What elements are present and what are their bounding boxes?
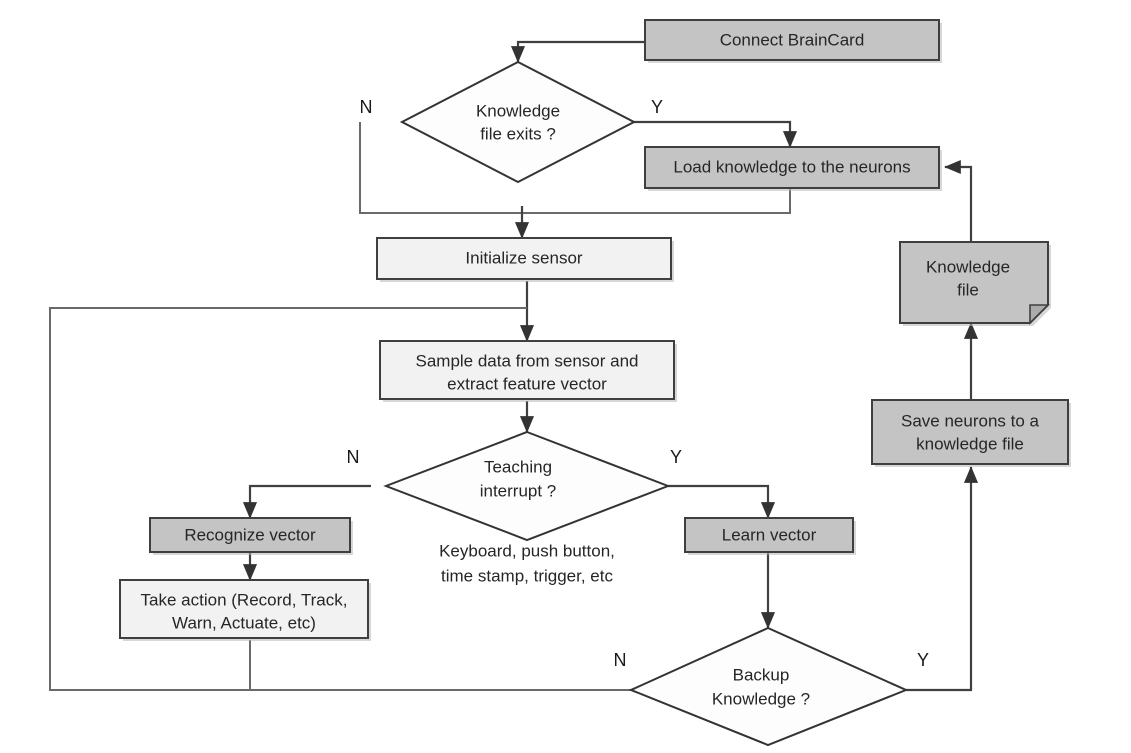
node-connect-braincard[interactable]: Connect BrainCard — [644, 19, 942, 63]
node-knowledge-file-exits-decision[interactable]: Knowledge file exits ? — [399, 60, 637, 184]
branch-label-knowledge-yes: Y — [651, 97, 663, 117]
node-load-knowledge[interactable]: Load knowledge to the neurons — [644, 146, 942, 191]
edge-knowledgefile-to-load — [944, 159, 973, 242]
node-recognize-vector[interactable]: Recognize vector — [149, 517, 353, 555]
branch-label-teaching-yes: Y — [670, 447, 682, 467]
branch-label-teaching-no: N — [347, 447, 360, 467]
node-save-neurons[interactable]: Save neurons to a knowledge file — [871, 399, 1071, 467]
node-backup-knowledge-decision[interactable]: Backup Knowledge ? — [628, 626, 909, 747]
edge-teaching-yes-to-learn — [668, 484, 776, 519]
node-knowledge-file-label-line2: file — [957, 280, 979, 299]
edge-connect-to-knowledge-decision — [510, 40, 645, 63]
node-knowledge-file-document[interactable]: Knowledge file — [899, 241, 1051, 326]
node-teaching-interrupt-label-line1: Teaching — [484, 457, 552, 476]
node-sample-data-label-line2: extract feature vector — [447, 374, 607, 393]
branch-label-backup-no: N — [614, 650, 627, 670]
node-learn-vector-label: Learn vector — [722, 525, 817, 544]
node-sample-data-label-line1: Sample data from sensor and — [415, 351, 638, 370]
node-initialize-sensor-label: Initialize sensor — [465, 248, 583, 267]
node-knowledge-file-exits-label-line1: Knowledge — [476, 101, 560, 120]
node-teaching-interrupt-decision[interactable]: Teaching interrupt ? — [383, 430, 671, 542]
note-teaching-sources-line2: time stamp, trigger, etc — [441, 566, 613, 585]
edge-knowledge-yes-to-load — [634, 120, 798, 148]
node-sample-data[interactable]: Sample data from sensor and extract feat… — [379, 340, 677, 402]
node-knowledge-file-exits-label-line2: file exits ? — [480, 124, 556, 143]
node-teaching-interrupt-label-line2: interrupt ? — [480, 481, 557, 500]
edge-teaching-no-to-recognize — [242, 484, 371, 519]
edge-knowledge-no-to-initialize — [359, 122, 522, 214]
node-initialize-sensor[interactable]: Initialize sensor — [376, 237, 674, 282]
node-connect-braincard-label: Connect BrainCard — [720, 30, 865, 49]
note-teaching-sources-line1: Keyboard, push button, — [439, 541, 615, 560]
node-save-neurons-label-line2: knowledge file — [916, 434, 1024, 453]
node-backup-knowledge-label-line1: Backup — [733, 665, 790, 684]
node-save-neurons-label-line1: Save neurons to a — [901, 411, 1040, 430]
note-teaching-sources: Keyboard, push button, time stamp, trigg… — [439, 541, 615, 585]
node-load-knowledge-label: Load knowledge to the neurons — [673, 157, 910, 176]
node-knowledge-file-label-line1: Knowledge — [926, 257, 1010, 276]
node-backup-knowledge-label-line2: Knowledge ? — [712, 689, 810, 708]
node-take-action[interactable]: Take action (Record, Track, Warn, Actuat… — [119, 579, 371, 641]
branch-label-knowledge-no: N — [360, 97, 373, 117]
edge-backup-yes-to-save — [906, 466, 979, 692]
node-take-action-label-line2: Warn, Actuate, etc) — [172, 613, 316, 632]
edge-takeaction-loop-to-sample — [49, 307, 527, 691]
node-recognize-vector-label: Recognize vector — [184, 525, 316, 544]
node-learn-vector[interactable]: Learn vector — [684, 517, 856, 555]
node-take-action-label-line1: Take action (Record, Track, — [141, 590, 348, 609]
edge-load-to-initialize — [522, 188, 791, 214]
branch-label-backup-yes: Y — [917, 650, 929, 670]
